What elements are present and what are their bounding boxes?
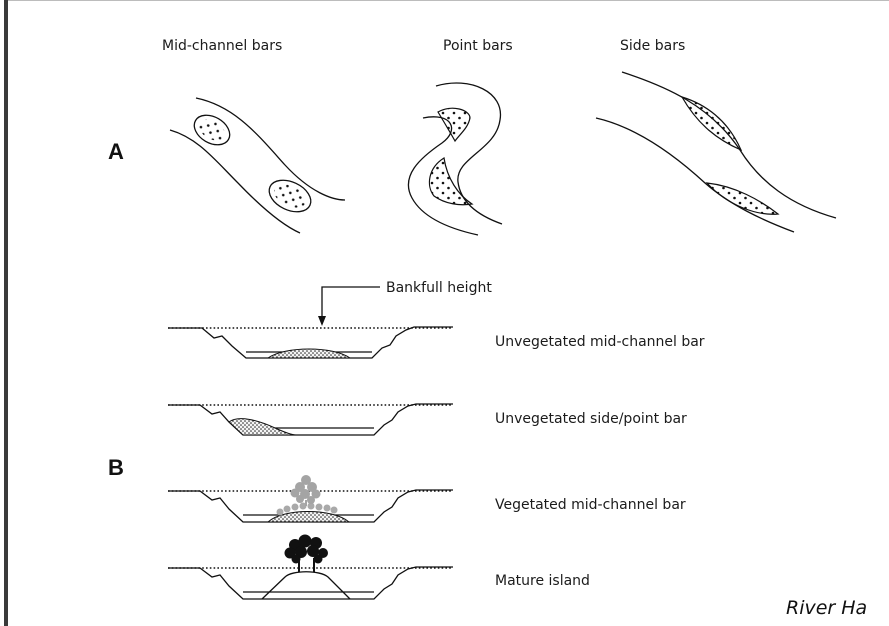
- side-bars-plan: [596, 72, 836, 232]
- point-bar-upper: [438, 108, 470, 141]
- row-label-vegetated-mid-channel-bar: Vegetated mid-channel bar: [495, 497, 686, 513]
- unvegetated-mid-channel-bar-deposit: [268, 349, 350, 358]
- cross-section-unvegetated-mid-channel-bar: Unvegetated mid-channel bar: [168, 327, 705, 358]
- bankfull-height-label: Bankfull height: [386, 280, 492, 296]
- mid-channel-bars-title: Mid-channel bars: [162, 38, 282, 54]
- row-label-mature-island: Mature island: [495, 573, 590, 589]
- point-bars-title: Point bars: [443, 38, 513, 54]
- side-bar-lower: [707, 183, 778, 214]
- point-bars-plan: [408, 83, 502, 235]
- footer-caption: River Ha: [786, 597, 867, 619]
- shrub-icon: [291, 475, 321, 506]
- unvegetated-side-point-bar-deposit: [229, 419, 296, 435]
- cross-section-vegetated-mid-channel-bar: Vegetated mid-channel bar: [168, 475, 686, 522]
- row-label-unvegetated-side-point-bar: Unvegetated side/point bar: [495, 411, 687, 427]
- cross-section-unvegetated-side-point-bar: Unvegetated side/point bar: [168, 404, 687, 435]
- point-bar-lower: [429, 158, 472, 205]
- section-b-label: B: [108, 455, 124, 480]
- side-bar-upper: [682, 97, 741, 150]
- bankfull-height-callout: Bankfull height: [318, 280, 492, 326]
- row-label-unvegetated-mid-channel-bar: Unvegetated mid-channel bar: [495, 334, 705, 350]
- callout-arrow-icon: [318, 316, 326, 326]
- mid-channel-bars-plan: [170, 98, 345, 233]
- mature-tree-icon: [285, 535, 329, 573]
- side-bars-title: Side bars: [620, 38, 685, 54]
- section-a-label: A: [108, 139, 124, 164]
- cross-section-mature-island: Mature island: [168, 535, 590, 600]
